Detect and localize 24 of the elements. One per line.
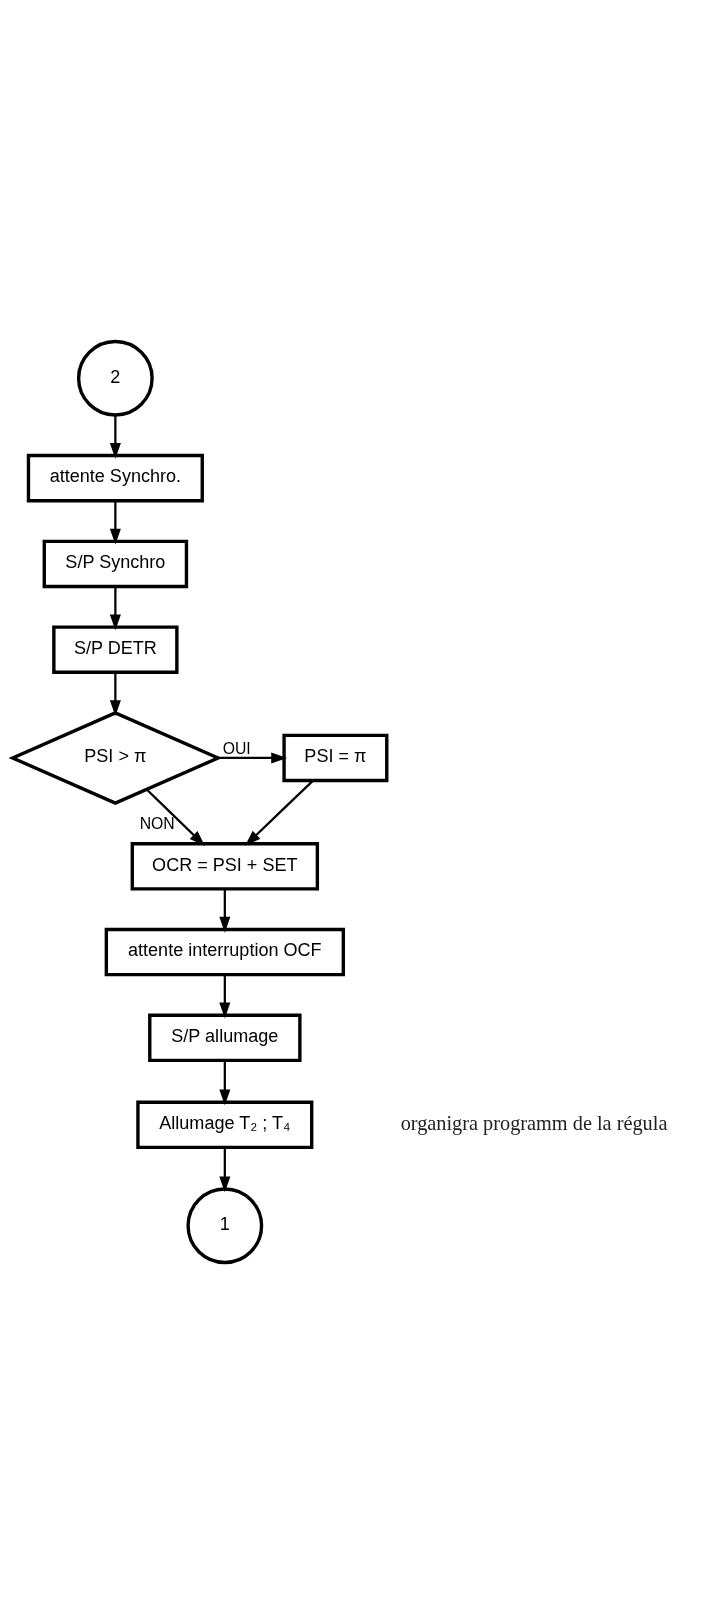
node-box: S/P allumage — [148, 1013, 302, 1062]
node-box: S/P DETR — [52, 624, 179, 674]
node-box: attente interruption OCF — [104, 927, 345, 976]
label: organigra programm de la régula — [400, 1111, 668, 1134]
node-box: OCR = PSI + SET — [130, 841, 320, 891]
arrow — [219, 1060, 231, 1105]
arrow — [219, 974, 231, 1018]
node-circle: 2 — [76, 339, 154, 417]
arrow — [109, 500, 121, 544]
node-circle: 1 — [186, 1186, 264, 1264]
edge-label: NON — [139, 814, 175, 832]
arrow — [109, 414, 121, 459]
arrow — [218, 751, 288, 764]
arrow — [245, 779, 314, 846]
arrow — [109, 671, 121, 716]
arrow — [219, 1147, 231, 1192]
arrow — [219, 888, 231, 933]
arrow — [109, 586, 121, 630]
node-box: attente Synchro. — [26, 453, 204, 502]
arrow — [145, 788, 205, 846]
node-box: PSI = π — [282, 733, 389, 782]
node-box: Allumage T₂ ; T₄ — [136, 1100, 314, 1149]
node-box: S/P Synchro — [42, 539, 189, 588]
edge-label: OUI — [222, 739, 251, 757]
